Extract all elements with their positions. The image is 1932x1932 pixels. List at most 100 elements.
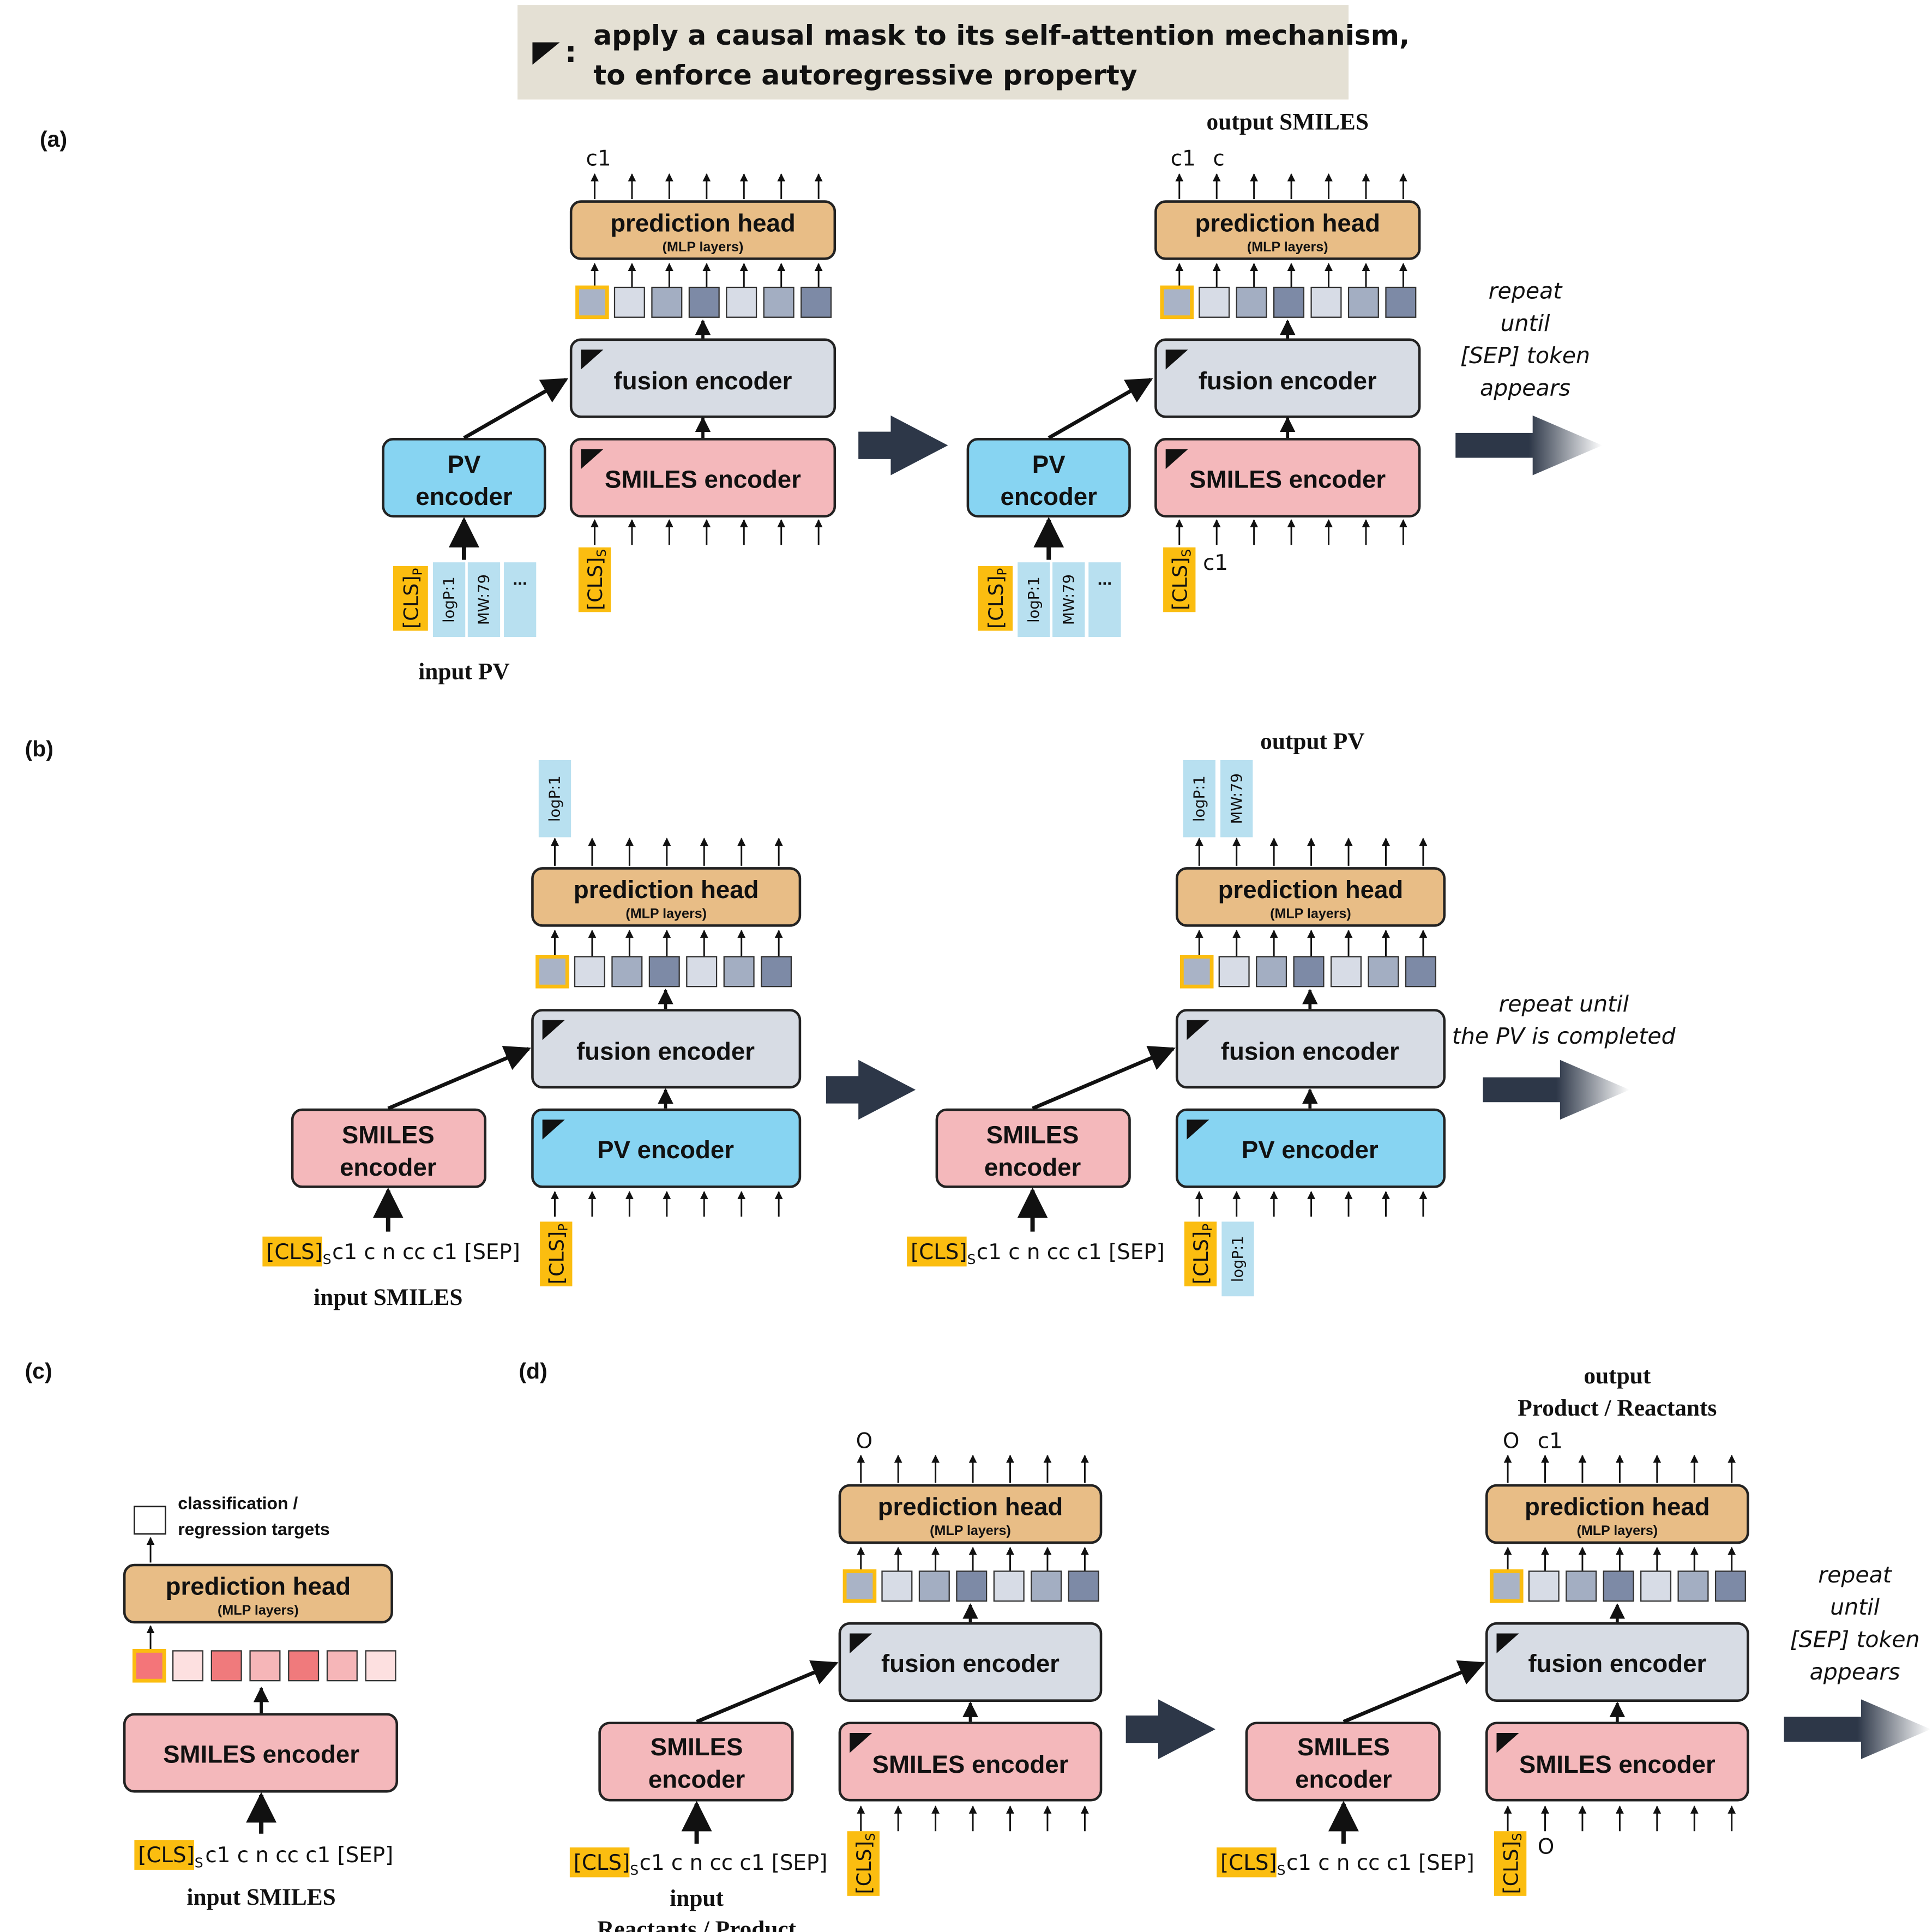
legend-colon: : — [565, 34, 577, 69]
smiles-encoder-line1: SMILES — [651, 1733, 743, 1761]
embedding-square — [574, 956, 605, 988]
flow-arrow — [1032, 1046, 1176, 1110]
fusion-encoder-label: fusion encoder — [614, 367, 792, 395]
embedding-square — [801, 286, 832, 318]
input-smiles-sequence: c1 c n cc c1 [SEP] — [977, 1240, 1165, 1265]
prediction-head-box — [1154, 200, 1421, 260]
output-token-c1: c1 — [1171, 146, 1196, 171]
cls-token-label: [CLS]S — [583, 549, 609, 610]
cls-token-box — [1184, 1221, 1217, 1286]
cls-embedding-square — [575, 285, 609, 320]
embedding-square — [1273, 286, 1305, 318]
prediction-head-label: prediction head — [166, 1573, 351, 1600]
input-pv-caption: input PV — [418, 659, 509, 685]
smiles-encoder-line2: encoder — [984, 1153, 1081, 1181]
cls-token-label: [CLS]S — [1220, 1851, 1285, 1878]
embedding-square — [1310, 286, 1342, 318]
output-token-O: O — [856, 1429, 873, 1454]
smiles-encoder-box — [1154, 438, 1421, 518]
embedding-square — [1385, 286, 1417, 318]
causal-mask-icon — [542, 1120, 565, 1140]
cls-token-box — [1494, 1831, 1527, 1896]
prediction-head-box — [838, 1484, 1103, 1544]
mlp-layers-label: (MLP layers) — [1576, 1523, 1658, 1538]
output-pv-caption: output PV — [1260, 728, 1364, 754]
embedding-square — [956, 1570, 988, 1602]
pv-encoder-line2: encoder — [1000, 483, 1097, 510]
output-token-c: c — [1213, 146, 1224, 171]
smiles-encoder-box — [598, 1722, 794, 1802]
mw-token-box — [1052, 562, 1085, 637]
smiles-encoder-label: SMILES encoder — [605, 465, 801, 493]
smiles-encoder-label: SMILES encoder — [1519, 1750, 1716, 1778]
pv-encoder-line1: PV — [1032, 450, 1066, 478]
causal-mask-icon — [850, 1633, 872, 1653]
logp-token-box — [1018, 562, 1050, 637]
mlp-layers-label: (MLP layers) — [625, 906, 707, 922]
repeat-pv-line2: the PV is completed — [1452, 1023, 1676, 1049]
legend-box — [517, 5, 1349, 100]
causal-mask-icon — [1496, 1633, 1519, 1653]
cls-token-box — [393, 566, 428, 631]
embedding-square — [648, 956, 680, 988]
pv-encoder-box — [382, 438, 546, 518]
panel-a-label: (a) — [40, 127, 67, 152]
panel-b-label: (b) — [25, 736, 53, 761]
fusion-encoder-box — [531, 1009, 802, 1089]
next-step-arrow — [858, 415, 948, 476]
embedding-square — [1218, 956, 1250, 988]
cls-embedding-square — [535, 954, 569, 989]
pv-encoder-line2: encoder — [416, 483, 513, 510]
fusion-encoder-label: fusion encoder — [1528, 1650, 1706, 1677]
input-smiles-sequence: c1 c n cc c1 [SEP] — [1286, 1851, 1474, 1875]
embedding-square — [723, 956, 755, 988]
embedding-square — [611, 956, 643, 988]
embedding-square — [918, 1570, 950, 1602]
panel-c-label: (c) — [25, 1358, 52, 1383]
embedding-square — [613, 286, 645, 318]
cls-token-label: [CLS]S — [138, 1843, 203, 1870]
cls-embedding-square — [1489, 1569, 1524, 1603]
smiles-encoder-line1: SMILES — [986, 1121, 1079, 1149]
repeat-line2: until — [1501, 310, 1551, 336]
smiles-encoder-line1: SMILES — [1297, 1733, 1390, 1761]
prediction-head-label: prediction head — [1525, 1493, 1710, 1521]
causal-mask-icon — [532, 42, 560, 65]
flow-arrow — [387, 1046, 532, 1110]
smiles-encoder-box — [1485, 1722, 1749, 1802]
fusion-encoder-box — [1485, 1622, 1749, 1702]
class-line2: regression targets — [178, 1519, 330, 1539]
prediction-head-label: prediction head — [1195, 209, 1380, 237]
next-step-arrow — [826, 1060, 916, 1120]
pv-encoder-label: PV encoder — [1242, 1136, 1379, 1164]
mlp-layers-label: (MLP layers) — [218, 1603, 299, 1618]
cls-embedding-square — [132, 1648, 166, 1683]
smiles-encoder-box — [569, 438, 836, 518]
embedding-square — [1528, 1570, 1560, 1602]
more-token-box — [503, 562, 537, 637]
fusion-encoder-box — [838, 1622, 1103, 1702]
cls-token-label: [CLS]S — [574, 1851, 639, 1878]
cls-embedding-square — [1179, 954, 1214, 989]
embedding-square — [1405, 956, 1436, 988]
target-square — [134, 1506, 166, 1535]
panel-d-label: (d) — [519, 1358, 547, 1383]
logp-token-label: logP:1 — [1026, 576, 1043, 623]
input-logp-token-box — [1221, 1221, 1254, 1297]
embedding-square — [881, 1570, 913, 1602]
flow-arrow — [1048, 377, 1153, 440]
causal-mask-icon — [1165, 350, 1188, 370]
repeat-line4: appears — [1480, 375, 1570, 401]
next-step-arrow — [1126, 1699, 1215, 1759]
causal-mask-icon — [1496, 1732, 1519, 1753]
repeat-arrow — [1483, 1060, 1630, 1120]
output-caption: output — [1584, 1363, 1651, 1389]
embedding-square — [1256, 956, 1287, 988]
embedding-square — [993, 1570, 1025, 1602]
smiles-encoder-label: SMILES encoder — [872, 1750, 1069, 1778]
input-smiles-sequence: c1 c n cc c1 [SEP] — [205, 1843, 393, 1868]
mlp-layers-label: (MLP layers) — [1270, 906, 1351, 922]
flow-arrow — [463, 377, 569, 440]
smiles-encoder-line2: encoder — [648, 1765, 745, 1793]
flow-arrow — [696, 1660, 839, 1724]
